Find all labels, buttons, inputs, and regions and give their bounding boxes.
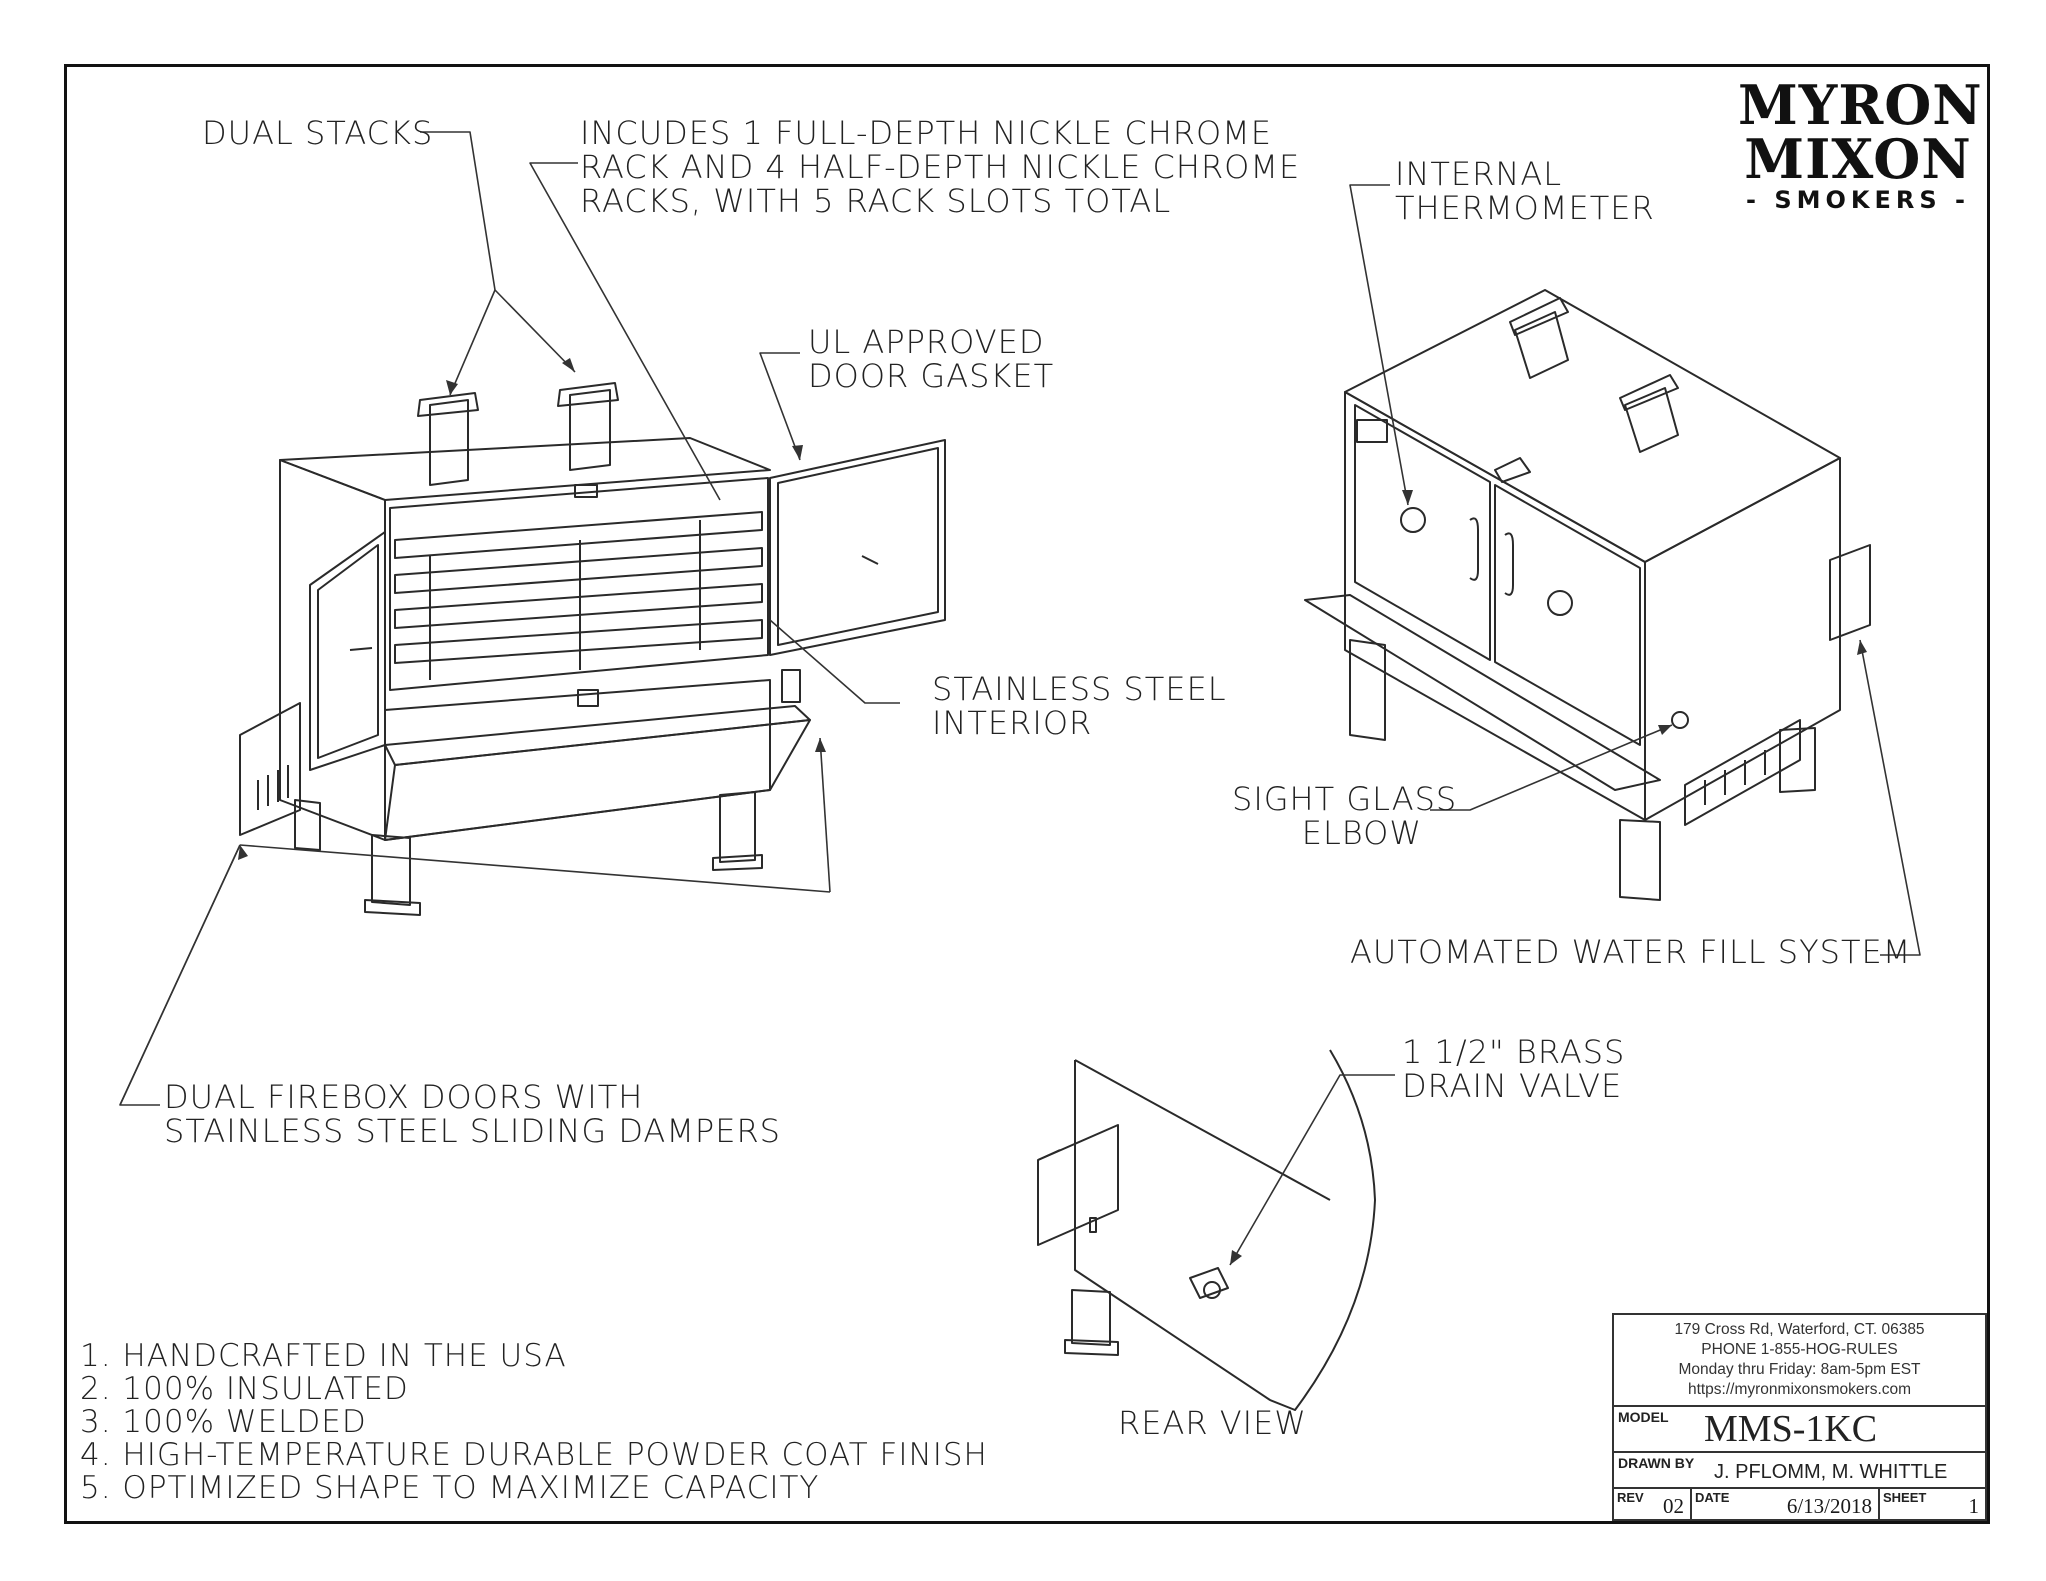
sheet-value: 1	[1968, 1494, 1980, 1518]
date-label: DATE	[1695, 1490, 1730, 1505]
model-row: MODEL MMS-1KC	[1614, 1407, 1985, 1453]
brand-line-2: MIXON	[1744, 127, 1972, 191]
drawn-by-row: DRAWN BY J. PFLOMM, M. WHITTLE	[1614, 1453, 1985, 1489]
drawing-border	[64, 64, 1990, 1524]
leader-arrowheads	[238, 358, 1867, 1265]
sheet-label: SHEET	[1883, 1490, 1927, 1505]
model-value: MMS-1KC	[1704, 1408, 1878, 1450]
feature-item: 4. HIGH-TEMPERATURE DURABLE POWDER COAT …	[80, 1437, 988, 1473]
callout-door-gasket: UL APPROVED DOOR GASKET	[808, 325, 1054, 393]
feature-item: 2. 100% INSULATED	[80, 1371, 409, 1407]
feature-list: 1. HANDCRAFTED IN THE USA 2. 100% INSULA…	[80, 1340, 988, 1505]
feature-item: 3. 100% WELDED	[80, 1404, 367, 1440]
callout-water-fill: AUTOMATED WATER FILL SYSTEM	[1350, 933, 1912, 971]
contact-hours: Monday thru Friday: 8am-5pm EST	[1678, 1361, 1921, 1378]
callout-racks-line-3: RACKS, WITH 5 RACK SLOTS TOTAL	[580, 182, 1172, 220]
sheet-cell: SHEET 1	[1880, 1489, 1985, 1519]
date-value: 6/13/2018	[1786, 1494, 1872, 1518]
rev-cell: REV 02	[1614, 1489, 1692, 1519]
callout-thermometer-line-2: THERMOMETER	[1395, 189, 1655, 227]
leader-lines	[119, 131, 1921, 1266]
feature-item: 1. HANDCRAFTED IN THE USA	[80, 1338, 567, 1374]
brand-logo: MYRON MIXON - SMOKERS -	[1738, 73, 1983, 214]
date-cell: DATE 6/13/2018	[1692, 1489, 1880, 1519]
callout-door-gasket-line-1: UL APPROVED	[808, 323, 1045, 361]
callout-door-gasket-line-2: DOOR GASKET	[808, 357, 1055, 395]
title-block: 179 Cross Rd, Waterford, CT. 06385 PHONE…	[1612, 1313, 1987, 1521]
callout-interior: STAINLESS STEEL INTERIOR	[932, 672, 1227, 740]
callout-racks-line-2: RACK AND 4 HALF-DEPTH NICKLE CHROME	[580, 148, 1301, 186]
callout-firebox: DUAL FIREBOX DOORS WITH STAINLESS STEEL …	[164, 1080, 781, 1148]
callout-sight-glass-line-1: SIGHT GLASS	[1232, 780, 1458, 818]
brand-line-3: - SMOKERS -	[1746, 186, 1970, 214]
callout-sight-glass-line-2: ELBOW	[1301, 814, 1422, 852]
brand-line-1: MYRON	[1738, 73, 1983, 137]
contact-website: https://myronmixonsmokers.com	[1687, 1381, 1912, 1398]
callout-firebox-line-2: STAINLESS STEEL SLIDING DAMPERS	[164, 1112, 781, 1150]
callout-drain-valve-line-1: 1 1/2" BRASS	[1402, 1033, 1626, 1071]
contact-address: 179 Cross Rd, Waterford, CT. 06385	[1674, 1321, 1925, 1338]
rear-view-detail-illustration	[1037, 1049, 1376, 1411]
callout-dual-stacks: DUAL STACKS	[202, 114, 434, 152]
rev-label: REV	[1617, 1490, 1644, 1505]
callout-racks: INCUDES 1 FULL-DEPTH NICKLE CHROME RACK …	[580, 116, 1300, 218]
callout-thermometer: INTERNAL THERMOMETER	[1395, 157, 1655, 225]
callout-interior-line-2: INTERIOR	[932, 704, 1093, 742]
rev-value: 02	[1663, 1494, 1684, 1518]
front-closed-smoker-illustration	[1304, 289, 1871, 901]
drawn-by-value: J. PFLOMM, M. WHITTLE	[1714, 1461, 1948, 1483]
callout-firebox-line-1: DUAL FIREBOX DOORS WITH	[164, 1078, 644, 1116]
contact-phone: PHONE 1-855-HOG-RULES	[1701, 1341, 1898, 1358]
drawn-by-label: DRAWN BY	[1618, 1455, 1695, 1471]
callout-sight-glass: SIGHT GLASS ELBOW	[1232, 780, 1458, 852]
model-label: MODEL	[1618, 1409, 1669, 1425]
rev-date-sheet-row: REV 02 DATE 6/13/2018 SHEET 1	[1614, 1489, 1985, 1519]
contact-info: 179 Cross Rd, Waterford, CT. 06385 PHONE…	[1614, 1315, 1985, 1407]
front-open-smoker-illustration	[239, 382, 946, 916]
callout-drain-valve-line-2: DRAIN VALVE	[1402, 1067, 1623, 1105]
callout-thermometer-line-1: INTERNAL	[1395, 155, 1563, 193]
callout-drain-valve: 1 1/2" BRASS DRAIN VALVE	[1402, 1035, 1625, 1103]
callout-racks-line-1: INCUDES 1 FULL-DEPTH NICKLE CHROME	[580, 114, 1272, 152]
rear-view-label: REAR VIEW	[1118, 1404, 1307, 1442]
callout-interior-line-1: STAINLESS STEEL	[932, 670, 1227, 708]
feature-item: 5. OPTIMIZED SHAPE TO MAXIMIZE CAPACITY	[80, 1470, 820, 1506]
